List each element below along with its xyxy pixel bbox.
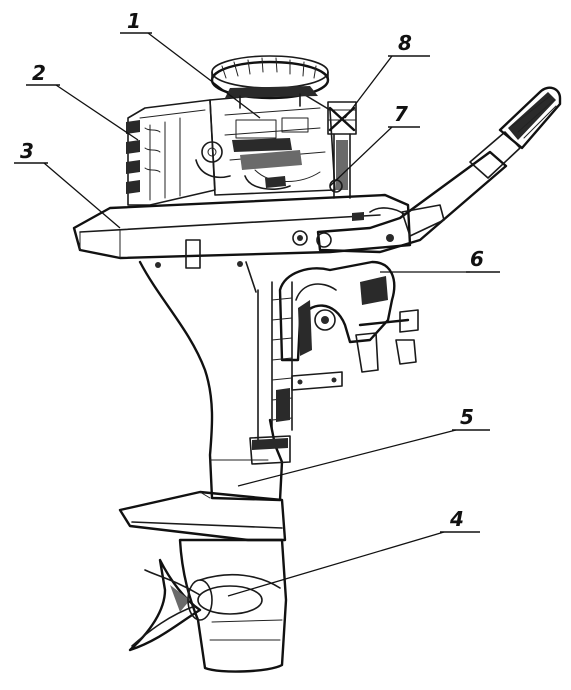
callout-1-label: 1 xyxy=(127,9,141,33)
callout-3: 3 xyxy=(14,139,121,229)
callout-4: 4 xyxy=(227,507,480,597)
callout-5-label: 5 xyxy=(460,405,474,429)
callout-2-label: 2 xyxy=(32,61,46,85)
callout-8: 8 xyxy=(344,31,430,119)
callout-2: 2 xyxy=(26,61,139,141)
callout-3-label: 3 xyxy=(20,139,34,163)
flywheel xyxy=(210,55,330,109)
callout-1: 1 xyxy=(120,9,261,119)
gearcase xyxy=(178,538,288,673)
callout-8-label: 8 xyxy=(398,31,412,55)
callout-7: 7 xyxy=(329,102,420,187)
callout-6: 6 xyxy=(380,247,500,273)
tiller-handle xyxy=(316,86,562,254)
anticavitation-plate xyxy=(118,490,287,542)
callout-4-label: 4 xyxy=(449,507,464,531)
callout-5: 5 xyxy=(237,405,490,487)
callout-7-label: 7 xyxy=(394,102,408,126)
engine-block xyxy=(126,99,216,206)
clamp-bracket xyxy=(257,260,419,443)
propeller xyxy=(128,558,213,652)
drive-leg xyxy=(138,260,291,502)
callout-6-label: 6 xyxy=(470,247,484,271)
engine-mount-plate xyxy=(72,193,412,269)
carburetor-assembly xyxy=(195,91,336,196)
